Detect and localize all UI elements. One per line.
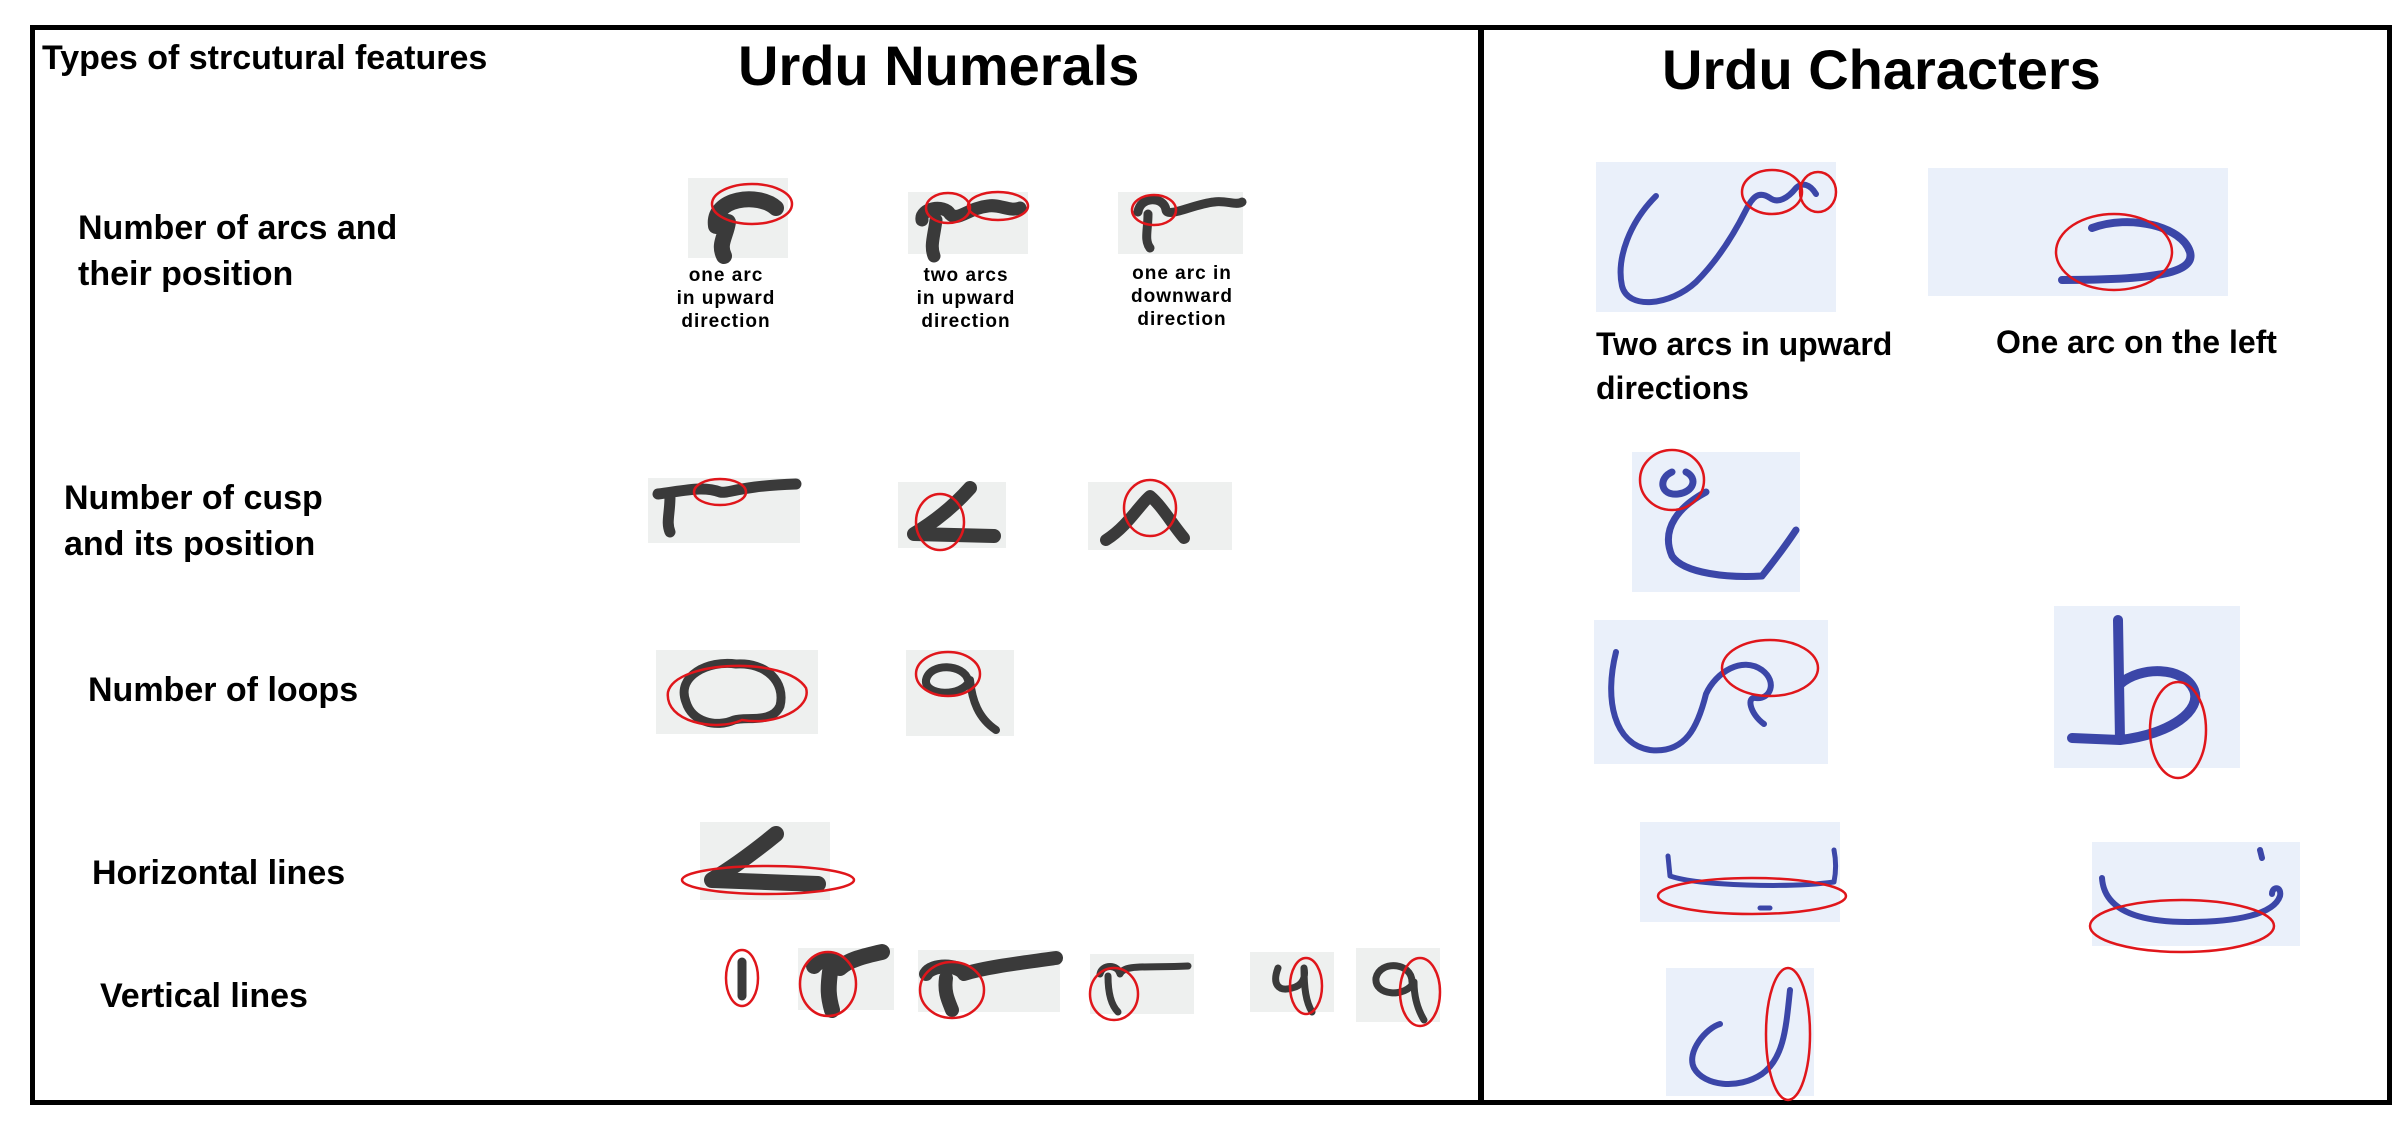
numeral-glyph-arc-up-2 xyxy=(915,190,1030,263)
numeral-glyph-arc-down xyxy=(1130,193,1247,253)
character-glyph-loop-top xyxy=(1638,448,1800,580)
numeral-glyph-arc-up-1 xyxy=(707,182,794,264)
figure-frame xyxy=(30,25,2392,1105)
row-label-horizontal: Horizontal lines xyxy=(92,854,346,892)
numeral-glyph-cusp-2 xyxy=(907,481,1001,552)
numerals-title: Urdu Numerals xyxy=(738,34,1140,97)
row-label-vertical: Vertical lines xyxy=(100,977,308,1015)
numeral-caption-2: two arcs in upward direction xyxy=(916,265,1016,332)
character-glyph-horizontal-1 xyxy=(1656,847,1848,916)
numeral-glyph-vertical-2 xyxy=(798,944,890,1018)
character-sample-horizontal-2 xyxy=(2092,842,2300,946)
numeral-glyph-cusp-3 xyxy=(1100,478,1190,546)
character-caption-arc-left: One arc on the left xyxy=(1996,324,2277,360)
character-glyph-loop-right xyxy=(1608,638,1820,754)
character-glyph-vertical-right xyxy=(2067,615,2208,780)
character-caption-two-arcs: Two arcs in upward directions xyxy=(1596,326,1893,406)
row-label-cusp: Number of cusp and its position xyxy=(64,479,323,563)
numeral-glyph-vertical-5 xyxy=(1272,956,1324,1016)
numeral-glyph-loop-2 xyxy=(914,650,1000,734)
numeral-caption-1: one arc in upward direction xyxy=(676,265,776,332)
numeral-caption-3: one arc in downward direction xyxy=(1131,263,1233,330)
numeral-glyph-vertical-1 xyxy=(724,948,760,1008)
character-glyph-arc-left xyxy=(2054,212,2195,292)
numeral-glyph-vertical-3 xyxy=(918,951,1063,1020)
character-glyph-two-arcs xyxy=(1617,168,1838,306)
numeral-glyph-cusp-1 xyxy=(652,477,802,538)
numeral-sample-arc-up-1 xyxy=(688,178,788,258)
panel-divider xyxy=(1478,25,1484,1105)
numeral-glyph-vertical-6 xyxy=(1372,956,1442,1028)
row-label-loops: Number of loops xyxy=(88,671,359,709)
characters-title: Urdu Characters xyxy=(1662,38,2101,101)
corner-label: Types of strcutural features xyxy=(42,39,488,77)
numeral-glyph-horizontal xyxy=(680,826,856,896)
numeral-glyph-vertical-4 xyxy=(1088,962,1192,1022)
row-label-arcs: Number of arcs and their position xyxy=(78,209,398,293)
character-glyph-vertical-left xyxy=(1689,966,1812,1102)
numeral-glyph-loop-1 xyxy=(666,658,808,728)
character-glyph-horizontal-2 xyxy=(2088,847,2284,954)
